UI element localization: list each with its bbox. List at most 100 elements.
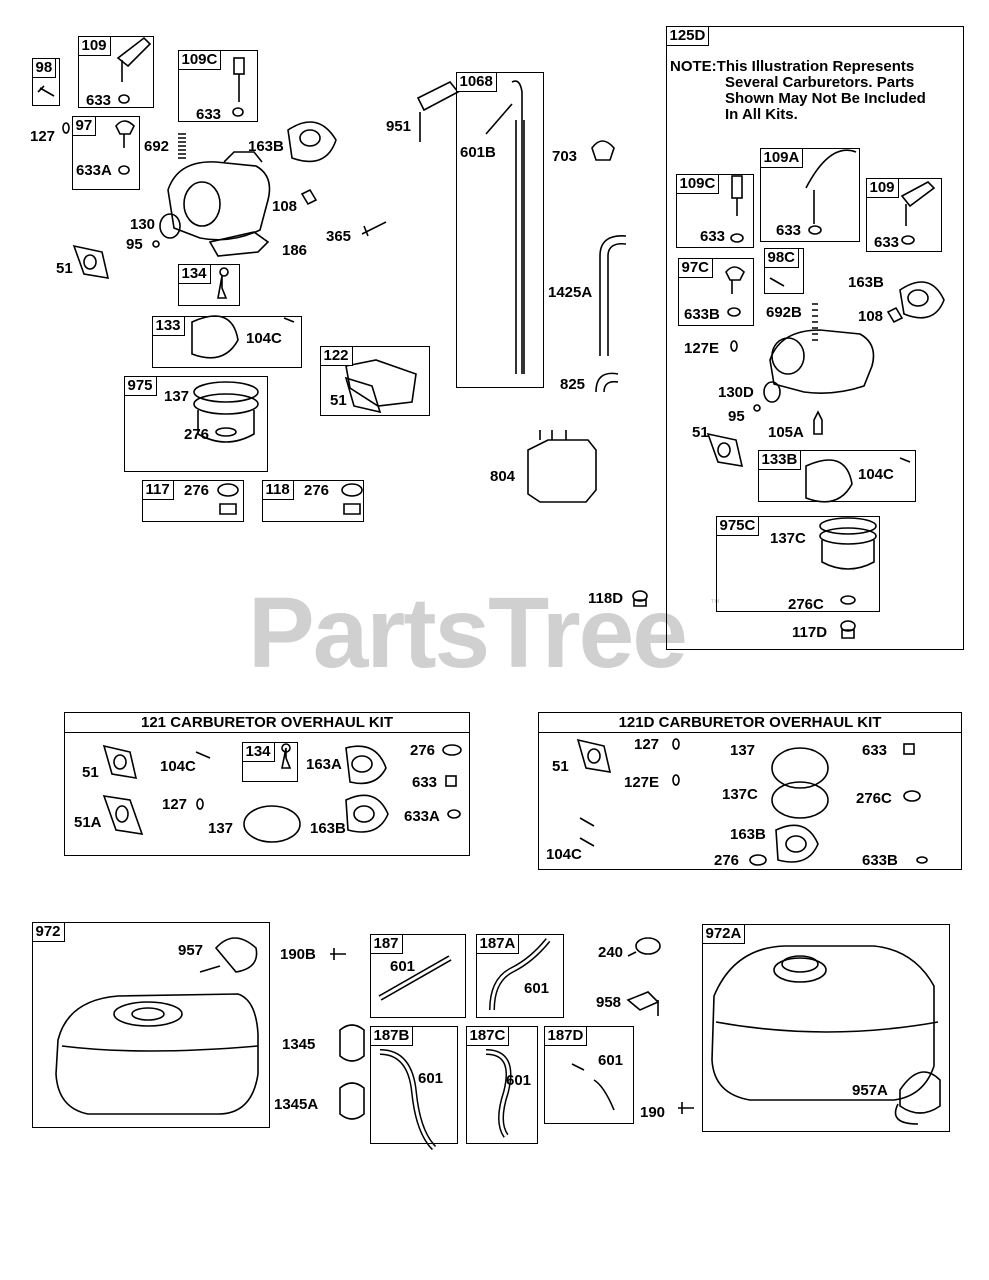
- label-601: 601: [524, 980, 550, 997]
- label-601: 601: [598, 1052, 624, 1069]
- box-98c-id: 98C: [763, 247, 800, 268]
- box-187a-id: 187A: [475, 933, 520, 954]
- label-276: 276: [184, 482, 210, 499]
- box-1068: 1068: [455, 71, 544, 388]
- kit-121d-label-276c: 276C: [856, 790, 892, 807]
- label-601: 601: [390, 958, 416, 975]
- label-51: 51: [330, 392, 347, 409]
- kit-121d-label-633b: 633B: [862, 852, 898, 869]
- box-975c: 975C: [715, 515, 880, 612]
- label-951: 951: [386, 118, 412, 135]
- label-633: 633: [700, 228, 726, 245]
- label-633: 633: [776, 222, 802, 239]
- label-137: 137: [164, 388, 190, 405]
- kit-121d-label-127: 127: [634, 736, 660, 753]
- kit-121-label-51a: 51A: [74, 814, 102, 831]
- kit-121d-label-137: 137: [730, 742, 756, 759]
- kit-121-label-276: 276: [410, 742, 436, 759]
- box-109c-right-id: 109C: [675, 173, 720, 194]
- label-957: 957: [178, 942, 204, 959]
- box-187-id: 187: [369, 933, 403, 954]
- box-133: 133: [151, 315, 302, 368]
- label-95: 95: [728, 408, 745, 425]
- label-51: 51: [56, 260, 73, 277]
- kit-121-label-163a: 163A: [306, 756, 342, 773]
- box-187c: 187C: [465, 1025, 538, 1144]
- label-958: 958: [596, 994, 622, 1011]
- label-137c: 137C: [770, 530, 806, 547]
- box-109c: 109C: [177, 49, 258, 122]
- box-97c: 97C: [677, 257, 754, 326]
- label-1425a: 1425A: [548, 284, 593, 301]
- label-703: 703: [552, 148, 578, 165]
- label-633b: 633B: [684, 306, 720, 323]
- box-133-id: 133: [151, 315, 185, 336]
- box-187d-id: 187D: [543, 1025, 588, 1046]
- label-825: 825: [560, 376, 586, 393]
- kit-121-label-163b: 163B: [310, 820, 346, 837]
- box-187: 187: [369, 933, 466, 1018]
- kit-121d-label-276: 276: [714, 852, 740, 869]
- box-117-id: 117: [141, 479, 174, 500]
- label-365: 365: [326, 228, 352, 245]
- box-118-id: 118: [261, 479, 294, 500]
- label-276: 276: [184, 426, 210, 443]
- watermark-brand: PartsTree: [248, 577, 688, 689]
- box-975: 975: [123, 375, 268, 472]
- box-109: 109: [77, 35, 154, 108]
- kit-121d-label-633: 633: [862, 742, 888, 759]
- box-122: 122: [319, 345, 430, 416]
- label-108: 108: [272, 198, 298, 215]
- label-163b: 163B: [248, 138, 284, 155]
- label-601: 601: [506, 1072, 532, 1089]
- label-601: 601: [418, 1070, 444, 1087]
- label-190b: 190B: [280, 946, 316, 963]
- box-975c-id: 975C: [715, 515, 760, 536]
- box-109a-id: 109A: [759, 147, 804, 168]
- kit-121-label-137: 137: [208, 820, 234, 837]
- box-1068-id: 1068: [455, 71, 497, 92]
- box-117: 117: [141, 479, 244, 522]
- label-692: 692: [144, 138, 170, 155]
- box-972a-id: 972A: [701, 923, 746, 944]
- box-972-id: 972: [31, 921, 65, 942]
- kit-121-title: 121 CARBURETOR OVERHAUL KIT: [65, 713, 469, 733]
- watermark-tm: ™: [710, 598, 720, 609]
- label-804: 804: [490, 468, 516, 485]
- label-104c: 104C: [246, 330, 282, 347]
- box-133b: 133B: [757, 449, 916, 502]
- note-line-1: NOTE:This Illustration Represents: [670, 58, 915, 75]
- kit-121-box-134-id: 134: [241, 741, 275, 762]
- box-97c-id: 97C: [677, 257, 714, 278]
- box-118: 118: [261, 479, 364, 522]
- box-97-id: 97: [71, 115, 97, 136]
- kit-121d-label-51: 51: [552, 758, 569, 775]
- label-1345: 1345: [282, 1036, 316, 1053]
- box-125d: 125D: [665, 25, 964, 650]
- box-133b-id: 133B: [757, 449, 802, 470]
- box-97: 97: [71, 115, 140, 190]
- kit-121d-label-163b: 163B: [730, 826, 766, 843]
- label-127e: 127E: [684, 340, 720, 357]
- label-276: 276: [304, 482, 330, 499]
- label-108: 108: [858, 308, 884, 325]
- label-240: 240: [598, 944, 624, 961]
- box-109c-id: 109C: [177, 49, 222, 70]
- box-187a: 187A: [475, 933, 564, 1018]
- box-187d: 187D: [543, 1025, 634, 1124]
- kit-121-panel: 121 CARBURETOR OVERHAUL KIT: [64, 712, 470, 856]
- box-187c-id: 187C: [465, 1025, 510, 1046]
- box-972: 972: [31, 921, 270, 1128]
- box-975-id: 975: [123, 375, 157, 396]
- label-633: 633: [86, 92, 112, 109]
- box-109a: 109A: [759, 147, 860, 242]
- box-187b-id: 187B: [369, 1025, 414, 1046]
- kit-121-label-633: 633: [412, 774, 438, 791]
- label-163b: 163B: [848, 274, 884, 291]
- label-957a: 957A: [852, 1082, 888, 1099]
- note-line-4: In All Kits.: [725, 106, 798, 123]
- box-125d-id: 125D: [665, 25, 710, 46]
- box-98: 98: [31, 57, 60, 106]
- label-633: 633: [874, 234, 900, 251]
